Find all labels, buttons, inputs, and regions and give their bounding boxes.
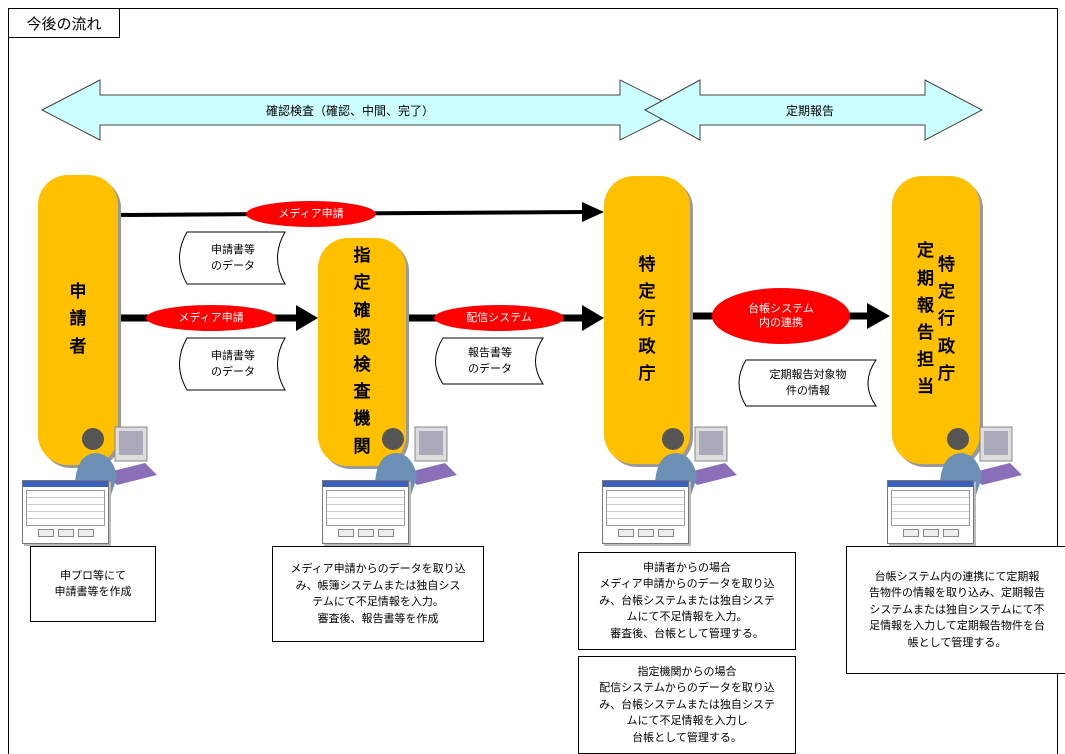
banner-label-periodic: 定期報告: [785, 104, 834, 118]
actor-periodic: 定 期 報 告 担 当 特 定 行 政 庁: [892, 176, 980, 464]
doc-note-1-line2: のデータ: [211, 259, 255, 272]
actor-government-label: 特 定 行 政 庁: [638, 255, 656, 384]
actor-agency: 指 定 確 認 検 査 機 関: [318, 238, 406, 466]
doc-shape-2: [179, 337, 286, 391]
oval-ledger-line2: 内の連携: [759, 316, 803, 329]
actor-periodic-col-label: 定 期 報 告 担 当: [917, 241, 934, 398]
oval-delivery: 配信システム: [434, 305, 564, 331]
doc-shape-1: [179, 231, 286, 285]
doc-note-1-line1: 申請書等: [211, 243, 255, 257]
actor-periodic-gov-label: 特 定 行 政 庁: [938, 255, 955, 384]
oval-media-top-label: メディア申請: [278, 206, 344, 220]
doc-note-3-line2: のデータ: [468, 362, 512, 375]
note-government-applicant: 申請者からの場合 メディア申請からのデータを取り込 み、台帳システムまたは独自シ…: [578, 552, 796, 650]
oval-media-mid-label: メディア申請: [178, 310, 244, 324]
screen-icon-government: [602, 480, 689, 544]
diagram-frame: [8, 8, 1058, 754]
oval-ledger-line1: 台帳システム: [748, 301, 814, 315]
doc-note-1: 申請書等 のデータ: [187, 232, 279, 284]
actor-applicant-label: 申 請 者: [69, 282, 87, 357]
doc-note-2-line2: のデータ: [211, 365, 255, 378]
note-applicant: 申プロ等にて 申請書等を作成: [30, 546, 156, 622]
doc-note-3: 報告書等 のデータ: [443, 338, 537, 384]
oval-ledger: 台帳システム 内の連携: [712, 288, 850, 344]
doc-note-3-line1: 報告書等: [468, 346, 512, 360]
oval-media-top: メディア申請: [246, 201, 376, 227]
note-government-agency: 指定機関からの場合 配信システムからのデータを取り込 み、台帳システムまたは独自…: [578, 656, 796, 754]
oval-delivery-label: 配信システム: [466, 310, 532, 324]
arrowhead-delivery: [582, 305, 604, 331]
banner-arrow-periodic: [643, 79, 984, 141]
screen-icon-agency: [322, 480, 409, 544]
oval-media-mid: メディア申請: [146, 305, 276, 331]
screen-icon-applicant: [22, 480, 109, 544]
note-periodic: 台帳システム内の連携にて定期報 告物件の情報を取り込み、定期報告 システムまたは…: [846, 546, 1065, 674]
doc-note-2-line1: 申請書等: [211, 349, 255, 363]
actor-government: 特 定 行 政 庁: [604, 176, 690, 464]
doc-note-4-line2: 件の情報: [786, 384, 830, 397]
banner-label-inspection: 確認検査（確認、中間、完了）: [265, 104, 434, 118]
screen-icon-periodic: [887, 480, 974, 544]
doc-shape-4: [738, 359, 877, 407]
doc-shape-3: [435, 337, 544, 385]
doc-note-4: 定期報告対象物 件の情報: [746, 360, 870, 406]
actor-agency-label: 指 定 確 認 検 査 機 関: [353, 246, 371, 457]
arrowhead-ledger: [867, 303, 890, 329]
doc-note-4-line1: 定期報告対象物: [769, 368, 847, 382]
arrowhead-media-top: [582, 202, 604, 222]
actor-applicant: 申 請 者: [38, 175, 118, 465]
doc-note-2: 申請書等 のデータ: [187, 338, 279, 390]
note-agency: メディア申請からのデータを取り込 み、帳簿システムまたは独自シス テムにて不足情…: [272, 546, 484, 642]
arrowhead-media-mid: [296, 305, 318, 331]
page-title: 今後の流れ: [8, 8, 120, 38]
